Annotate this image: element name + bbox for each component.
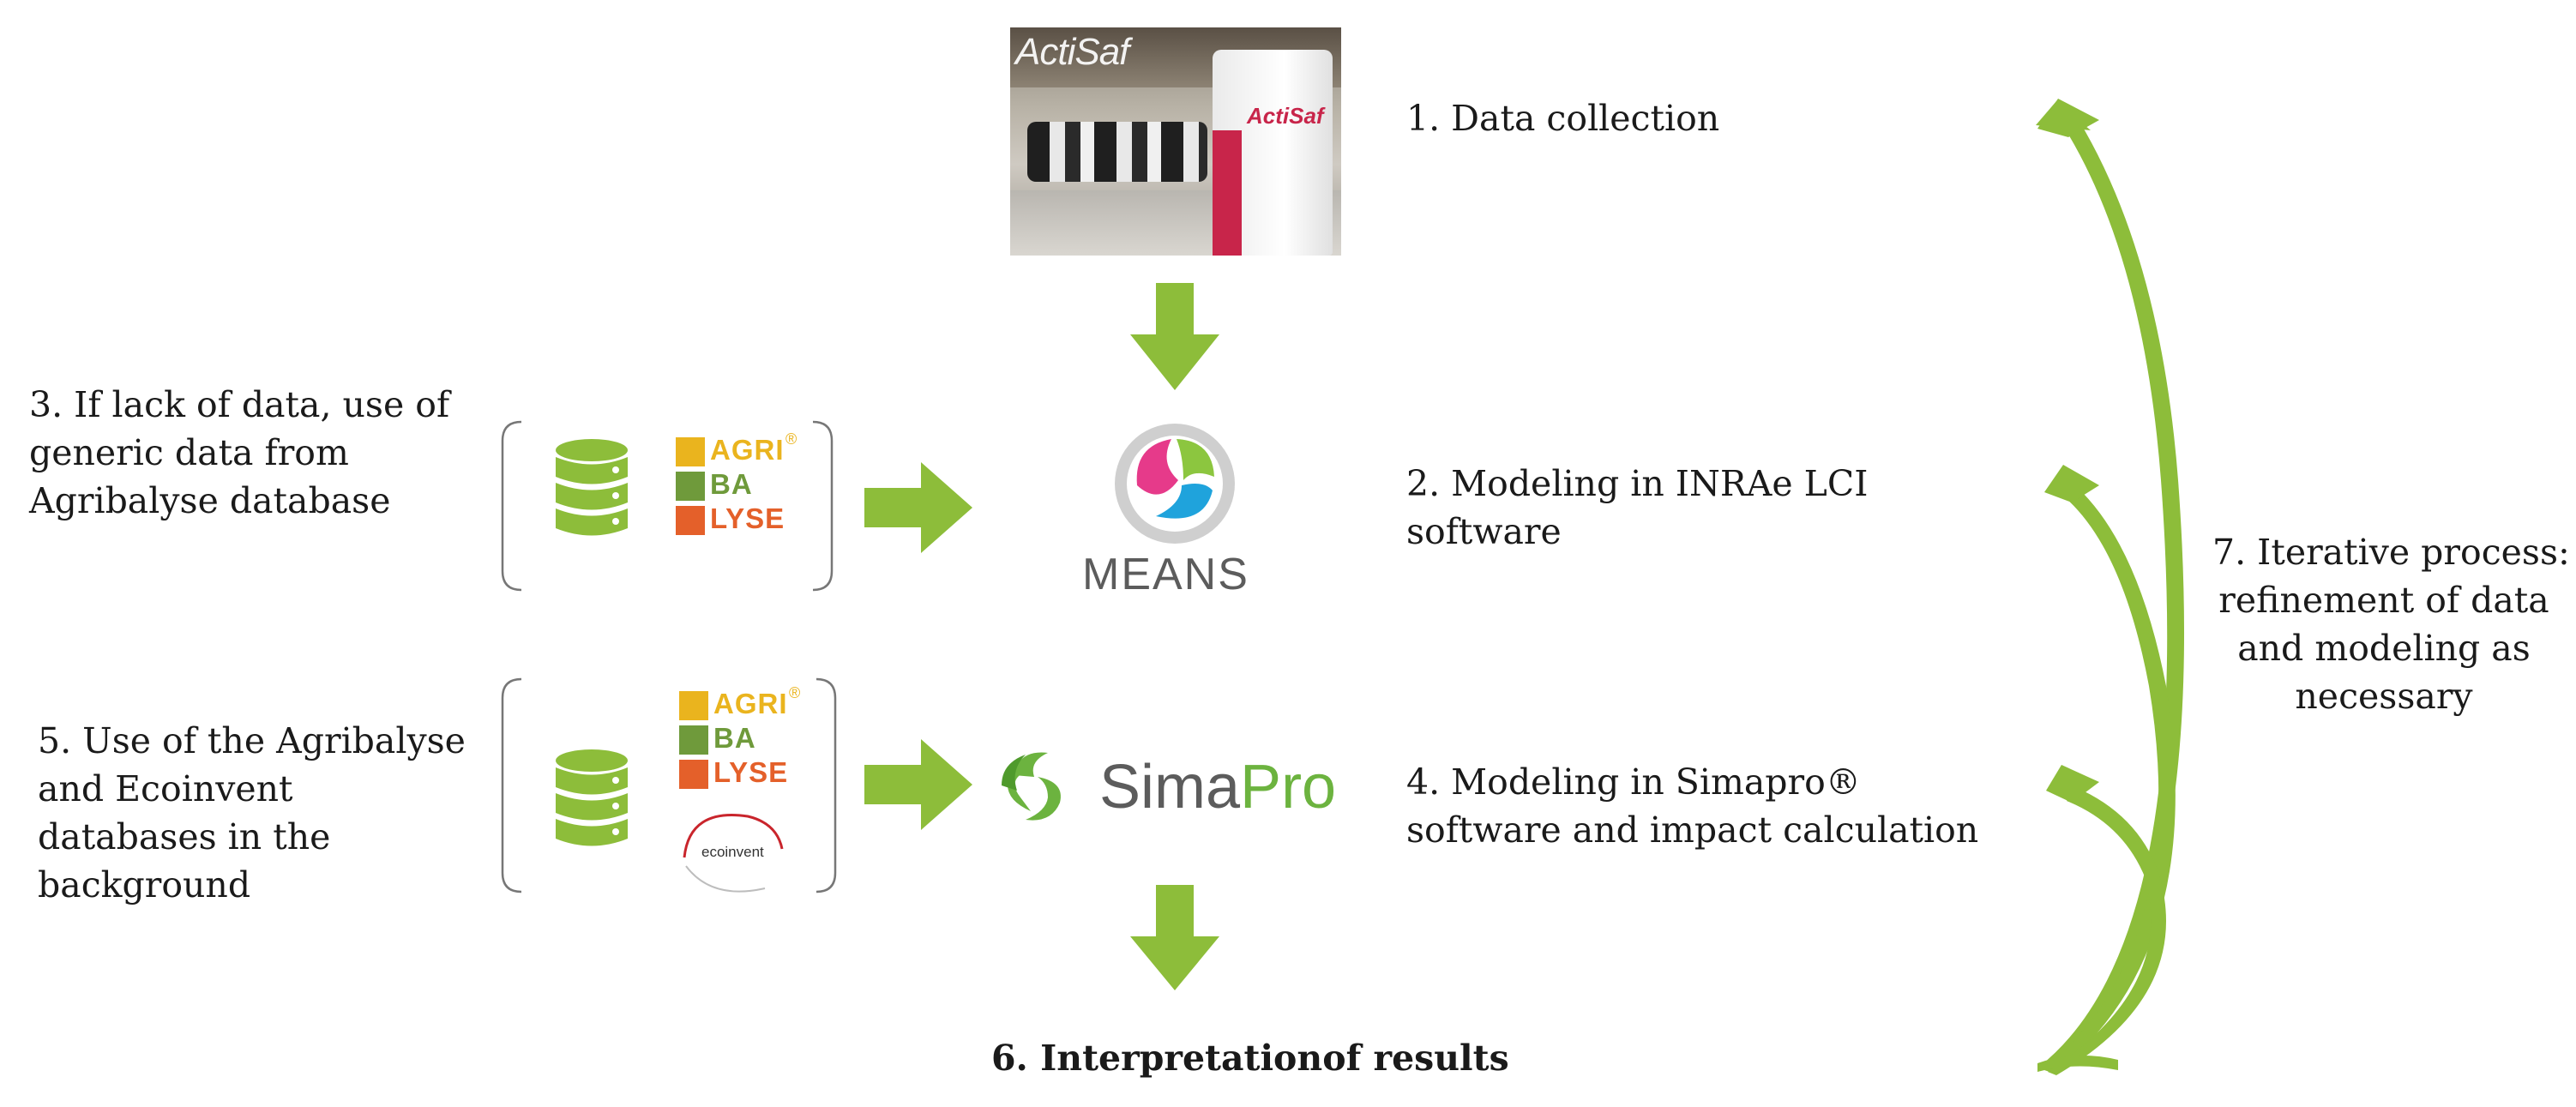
simapro-sima: Sima (1099, 753, 1241, 821)
step-5-line: background (38, 864, 251, 905)
actisaf-logo-text: ActiSaf (1015, 31, 1129, 73)
step-6-part: of results (1322, 1038, 1509, 1079)
agribalyse-registered-mark: ® (789, 684, 801, 701)
arrow-right-1 (864, 462, 972, 553)
agri-text: AGRI (713, 688, 788, 719)
agribalyse-logo-blocks (676, 437, 785, 535)
step-4-line: software and impact calculation (1406, 809, 1979, 851)
ecoinvent-logo-swoosh (683, 814, 784, 893)
step-7-line: and modeling as (2237, 628, 2531, 669)
simapro-logo-text: SimaPro (1099, 753, 1336, 821)
ecoinvent-logo-text: ecoinvent (701, 844, 764, 860)
means-logo-text: MEANS (1082, 550, 1249, 599)
agribalyse-registered-mark: ® (785, 430, 797, 448)
step-3-line: Agribalyse database (29, 480, 391, 521)
arrow-down-2 (1130, 885, 1219, 990)
arrow-right-2 (864, 739, 972, 830)
step-6-part: 6. Interpretation (991, 1038, 1323, 1079)
step-2-label: 2. Modeling in INRAe LCI software (1406, 460, 1868, 556)
lyse-text: LYSE (713, 756, 789, 788)
step-5-label: 5. Use of the Agribalyse and Ecoinvent d… (38, 717, 466, 909)
step-6-label: 6. Interpretationof results (991, 1034, 1509, 1082)
step-7-line: 7. Iterative process: (2212, 532, 2570, 573)
feed-bag-stripe (1213, 130, 1242, 256)
agribalyse-logo-blocks (679, 691, 708, 789)
step-3-label: 3. If lack of data, use of generic data … (29, 381, 449, 525)
step-2-line: 2. Modeling in INRAe LCI (1406, 463, 1869, 504)
database-icon (556, 439, 628, 536)
cows (1027, 122, 1207, 182)
step-5-line: and Ecoinvent (38, 768, 293, 809)
database-icon (556, 749, 628, 846)
step-1-label: 1. Data collection (1406, 98, 1720, 139)
simapro-pro: Pro (1240, 753, 1337, 821)
arrow-down-1 (1130, 283, 1219, 390)
simapro-logo-mark (1002, 752, 1061, 821)
step-7-label: 7. Iterative process: refinement of data… (2212, 528, 2570, 720)
step-4-label: 4. Modeling in Simapro® software and imp… (1406, 758, 1978, 854)
ba-text: BA (710, 468, 753, 500)
lyse-text: LYSE (710, 502, 785, 534)
actisaf-photo: ActiSaf ActiSaf (1010, 27, 1341, 256)
step-4-line: 4. Modeling in Simapro® (1406, 761, 1861, 803)
agribalyse-logo-top: AGRI BA LYSE (710, 433, 785, 536)
ba-text: BA (713, 722, 756, 754)
step-5-line: databases in the (38, 816, 331, 857)
agri-text: AGRI (710, 434, 785, 466)
step-7-line: necessary (2295, 676, 2473, 717)
agribalyse-logo-bottom: AGRI BA LYSE (713, 687, 788, 790)
step-2-line: software (1406, 511, 1562, 552)
db-group-bracket-1 (501, 420, 834, 592)
step-7-line: refinement of data (2218, 580, 2549, 621)
iterative-arrows (2036, 99, 2185, 1075)
step-3-line: generic data from (29, 432, 349, 473)
step-3-line: 3. If lack of data, use of (29, 384, 450, 425)
means-logo-mark (1115, 424, 1235, 544)
feed-bag-logo: ActiSaf (1247, 103, 1324, 129)
db-group-bracket-2 (501, 677, 837, 893)
step-5-line: 5. Use of the Agribalyse (38, 720, 466, 761)
